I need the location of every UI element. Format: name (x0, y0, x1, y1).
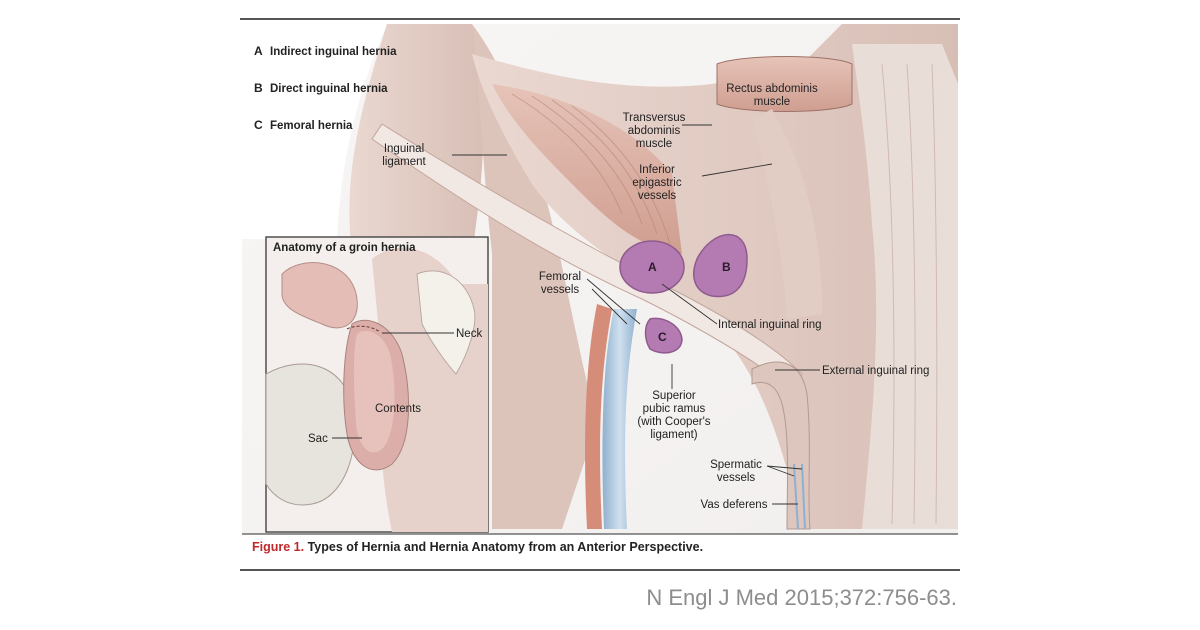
anatomy-illustration: A B C A Indirect inguinal hernia B Direc… (242, 24, 958, 547)
legend: A Indirect inguinal hernia B Direct ingu… (254, 44, 397, 132)
iliopsoas-region (472, 24, 597, 529)
label-transversus-3: muscle (636, 138, 672, 150)
inset-label-contents: Contents (375, 403, 421, 415)
figure-number: Figure 1. (252, 540, 305, 554)
label-transversus-1: Transversus (623, 112, 686, 124)
figure-caption: Figure 1. Types of Hernia and Hernia Ana… (252, 540, 703, 554)
label-femoral-2: vessels (541, 284, 580, 296)
femoral-vein (602, 309, 637, 529)
label-external-ring: External inguinal ring (822, 365, 929, 377)
label-epigastric-1: Inferior (639, 164, 675, 176)
legend-text-a: Indirect inguinal hernia (270, 46, 397, 58)
label-inguinal-ligament-2: ligament (382, 156, 426, 168)
label-spermatic-2: vessels (717, 472, 756, 484)
inset-panel: Anatomy of a groin hernia Neck Contents … (265, 236, 489, 533)
citation: N Engl J Med 2015;372:756-63. (646, 585, 957, 610)
label-vas-deferens: Vas deferens (701, 499, 768, 511)
legend-text-c: Femoral hernia (270, 120, 353, 132)
label-inguinal-ligament-1: Inguinal (384, 143, 424, 155)
label-pubic-2: pubic ramus (643, 403, 706, 415)
femoral-artery (585, 304, 612, 529)
label-epigastric-3: vessels (638, 190, 677, 202)
transversus-muscle (492, 84, 682, 254)
figure-frame: A B C A Indirect inguinal hernia B Direc… (240, 18, 960, 571)
label-rectus-2: muscle (754, 96, 790, 108)
legend-key-c: C (254, 118, 263, 132)
figure-caption-text: Types of Hernia and Hernia Anatomy from … (307, 540, 704, 554)
region-a-indirect-hernia (619, 240, 685, 294)
region-c-femoral-hernia (644, 317, 683, 354)
legend-text-b: Direct inguinal hernia (270, 83, 388, 95)
inset-label-sac: Sac (308, 433, 328, 445)
region-b-direct-hernia (693, 233, 748, 298)
inset-label-neck: Neck (456, 328, 482, 340)
label-internal-ring: Internal inguinal ring (718, 319, 822, 331)
thigh-tissue (349, 24, 484, 254)
legend-key-a: A (254, 44, 263, 58)
top-rule (240, 18, 960, 20)
region-b-label: B (722, 260, 731, 274)
region-a-label: A (648, 260, 657, 274)
legend-key-b: B (254, 81, 263, 95)
label-rectus-1: Rectus abdominis (726, 83, 818, 95)
label-pubic-1: Superior (652, 390, 696, 402)
region-c-label: C (658, 330, 667, 344)
bottom-rule (240, 569, 960, 571)
label-spermatic-1: Spermatic (710, 459, 762, 471)
label-transversus-2: abdominis (628, 125, 681, 137)
inset-title: Anatomy of a groin hernia (273, 242, 416, 254)
label-pubic-3: (with Cooper's (637, 416, 710, 428)
label-epigastric-2: epigastric (632, 177, 681, 189)
label-femoral-1: Femoral (539, 271, 581, 283)
label-pubic-4: ligament) (650, 429, 697, 441)
rectus-muscle (716, 56, 853, 112)
